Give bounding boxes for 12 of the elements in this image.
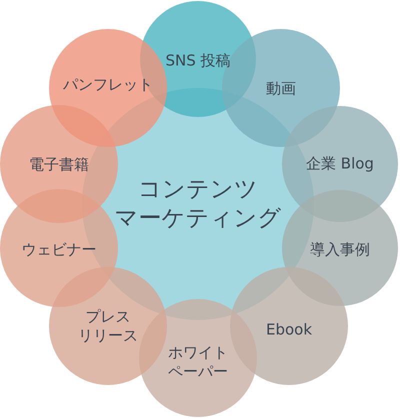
circle-label: Ebook [266, 320, 312, 340]
circle-label: パンフレット [63, 76, 153, 94]
circle-label: 電子書籍 [29, 156, 89, 174]
circle-label: 企業 Blog [306, 154, 374, 174]
circle-label: ホワイトペーパー [168, 343, 228, 381]
circle-label: 導入事例 [310, 240, 370, 260]
circle-label: ウェビナー [22, 240, 96, 260]
topic-circle [49, 29, 167, 147]
center-label: コンテンツマーケティング [114, 175, 282, 233]
circle-label: プレスリリース [78, 307, 138, 345]
circle-label: 動画 [266, 80, 296, 98]
circle-label: SNS 投稿 [165, 52, 231, 70]
